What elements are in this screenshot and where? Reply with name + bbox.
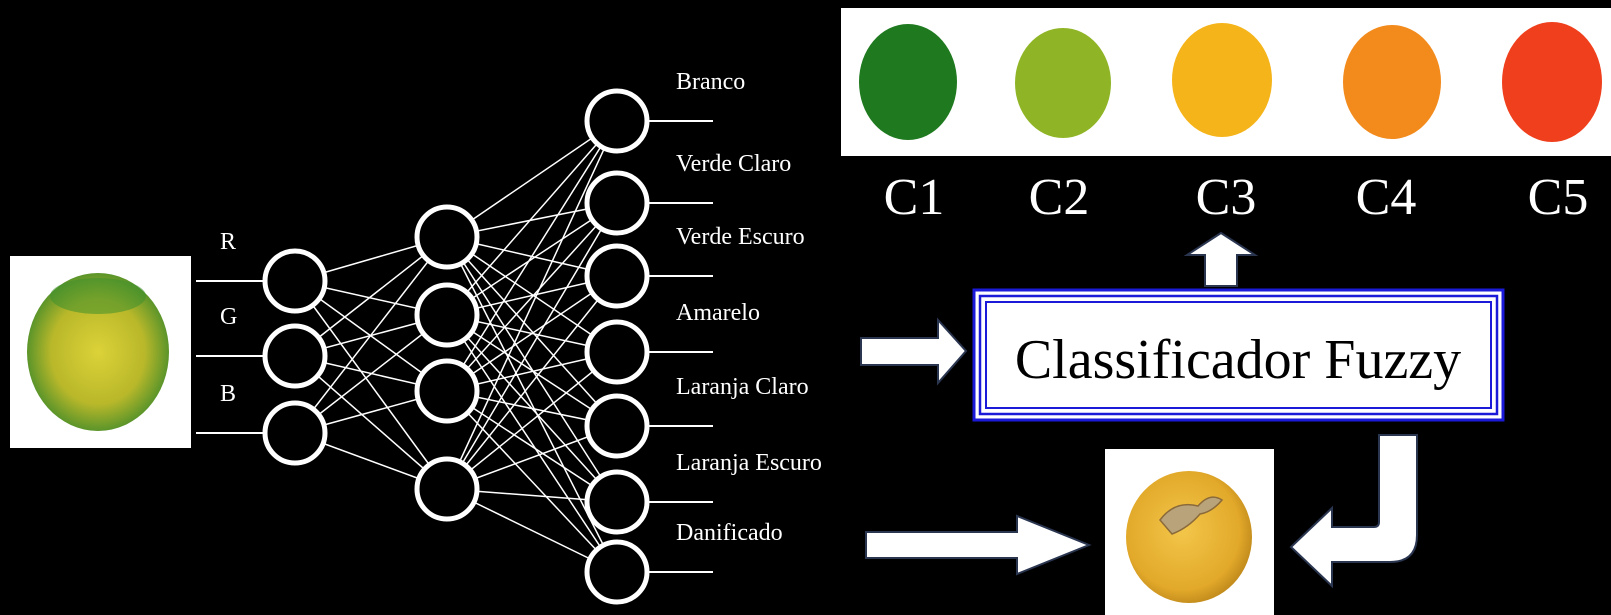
output-label: Laranja Escuro	[676, 450, 822, 476]
connection-hidden-output	[446, 120, 618, 490]
input-neuron	[262, 248, 328, 314]
hidden-neuron	[414, 204, 480, 270]
right-arrow-to-damaged-icon	[865, 514, 1092, 576]
connection-hidden-output	[446, 202, 618, 392]
output-neuron	[584, 393, 650, 459]
connection-hidden-output	[446, 120, 618, 392]
output-neuron	[584, 170, 650, 236]
connection-hidden-output	[446, 120, 618, 316]
damaged-fruit-image	[1105, 449, 1274, 615]
class-label-c5: C5	[1528, 169, 1589, 226]
output-label: Danificado	[676, 520, 783, 546]
hidden-neuron	[414, 456, 480, 522]
curved-arrow-icon	[1289, 434, 1418, 589]
connection-hidden-output	[446, 390, 618, 503]
output-label: Verde Claro	[676, 151, 791, 177]
input-fruit-image	[10, 256, 191, 448]
connection-hidden-output	[446, 390, 618, 573]
output-neuron	[584, 539, 650, 605]
connection-hidden-output	[446, 351, 618, 490]
input-label-r: R	[220, 229, 236, 255]
connection-hidden-output	[446, 236, 618, 503]
hidden-neuron	[414, 282, 480, 348]
connection-hidden-output	[446, 202, 618, 316]
class-fruit-c2	[1015, 28, 1111, 138]
input-label-b: B	[220, 381, 236, 407]
color-classes-panel: C1 C2 C3 C4 C5	[841, 8, 1611, 226]
connection-hidden-output	[446, 236, 618, 427]
output-neuron	[584, 469, 650, 535]
class-label-c2: C2	[1029, 169, 1090, 226]
input-label-g: G	[220, 304, 237, 330]
connection-hidden-output	[446, 275, 618, 490]
connection-hidden-output	[446, 120, 618, 238]
class-fruit-c4	[1343, 25, 1441, 139]
connection-input-hidden	[294, 236, 448, 434]
connection-hidden-output	[446, 236, 618, 353]
connection-hidden-output	[446, 314, 618, 427]
network-neurons	[262, 88, 650, 605]
output-label: Verde Escuro	[676, 224, 805, 250]
input-neuron	[262, 323, 328, 389]
class-fruit-c5	[1502, 22, 1602, 142]
output-label: Amarelo	[676, 300, 760, 326]
classifier-label: Classificador Fuzzy	[1015, 329, 1461, 391]
class-label-c3: C3	[1196, 169, 1257, 226]
connection-hidden-output	[446, 314, 618, 573]
output-neuron	[584, 88, 650, 154]
damage-spot-icon	[1159, 496, 1224, 535]
connection-hidden-output	[446, 275, 618, 392]
input-neuron	[262, 400, 328, 466]
output-lines	[647, 120, 713, 573]
connection-input-hidden	[294, 355, 448, 490]
input-lines	[196, 280, 265, 434]
connection-input-hidden	[294, 280, 448, 490]
hidden-neuron	[414, 358, 480, 424]
right-arrow-to-classifier-icon	[860, 317, 968, 386]
class-fruit-c3	[1172, 23, 1272, 137]
output-label: Laranja Claro	[676, 374, 809, 400]
fuzzy-classifier-box: Classificador Fuzzy	[972, 288, 1505, 422]
output-neuron	[584, 243, 650, 309]
connection-hidden-output	[446, 202, 618, 490]
output-label: Branco	[676, 69, 745, 95]
up-arrow-icon	[1183, 231, 1259, 287]
output-neuron	[584, 319, 650, 385]
class-label-c1: C1	[884, 169, 945, 226]
class-label-c4: C4	[1356, 169, 1417, 226]
class-fruit-c1	[859, 24, 957, 140]
